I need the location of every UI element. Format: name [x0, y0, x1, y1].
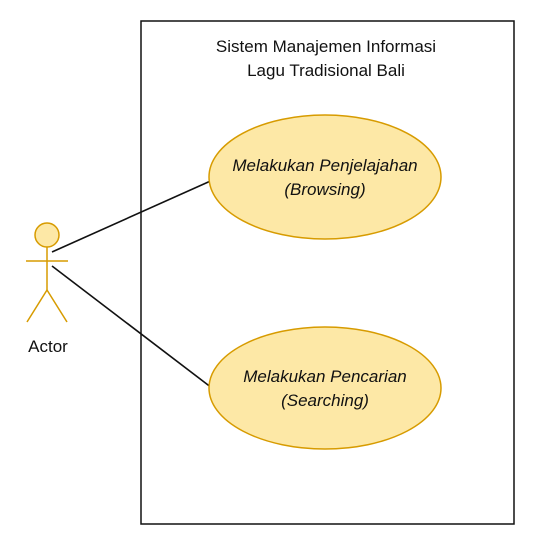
- association-line-browsing: [51, 178, 216, 253]
- actor-head: [34, 222, 60, 248]
- actor-label: Actor: [28, 337, 68, 356]
- actor-figure[interactable]: [26, 222, 68, 323]
- association-line-searching: [51, 265, 213, 389]
- actor-right-leg: [46, 289, 68, 323]
- use-case-searching[interactable]: Melakukan Pencarian (Searching): [208, 326, 442, 450]
- system-title-line-2: Lagu Tradisional Bali: [247, 61, 405, 80]
- actor-left-leg: [26, 289, 48, 323]
- use-case-ellipse: [208, 326, 442, 450]
- use-case-browsing[interactable]: Melakukan Penjelajahan (Browsing): [208, 114, 442, 240]
- use-case-label-line-1: Melakukan Penjelajahan: [232, 156, 417, 175]
- use-case-label-line-1: Melakukan Pencarian: [243, 367, 406, 386]
- system-title-line-1: Sistem Manajemen Informasi: [216, 37, 436, 56]
- use-case-label-line-2: (Browsing): [284, 180, 365, 199]
- use-case-ellipse: [208, 114, 442, 240]
- use-case-label-line-2: (Searching): [281, 391, 369, 410]
